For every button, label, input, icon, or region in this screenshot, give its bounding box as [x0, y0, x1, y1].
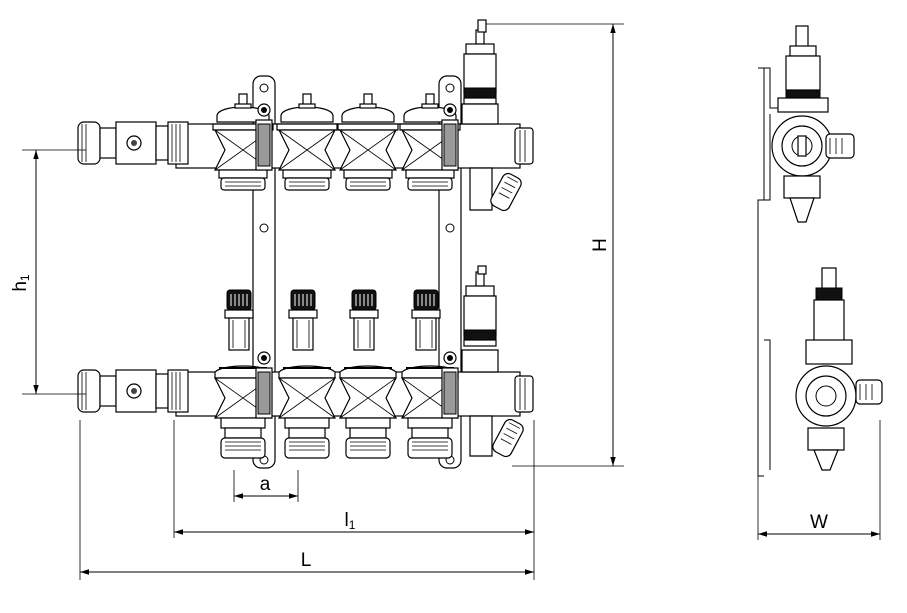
dim-label-a: a — [260, 474, 271, 495]
supply-manifold-bar — [77, 19, 534, 212]
dimension-lines: h1 H a l1 L W — [10, 23, 881, 580]
dim-label-l1: l1 — [345, 510, 356, 532]
return-manifold-bar — [77, 265, 534, 459]
side-view — [757, 25, 883, 477]
dim-label-h1: h1 — [10, 274, 32, 292]
dim-label-H: H — [590, 238, 611, 252]
dim-label-L: L — [301, 550, 312, 571]
dim-label-W: W — [810, 512, 828, 533]
front-view — [77, 19, 534, 469]
